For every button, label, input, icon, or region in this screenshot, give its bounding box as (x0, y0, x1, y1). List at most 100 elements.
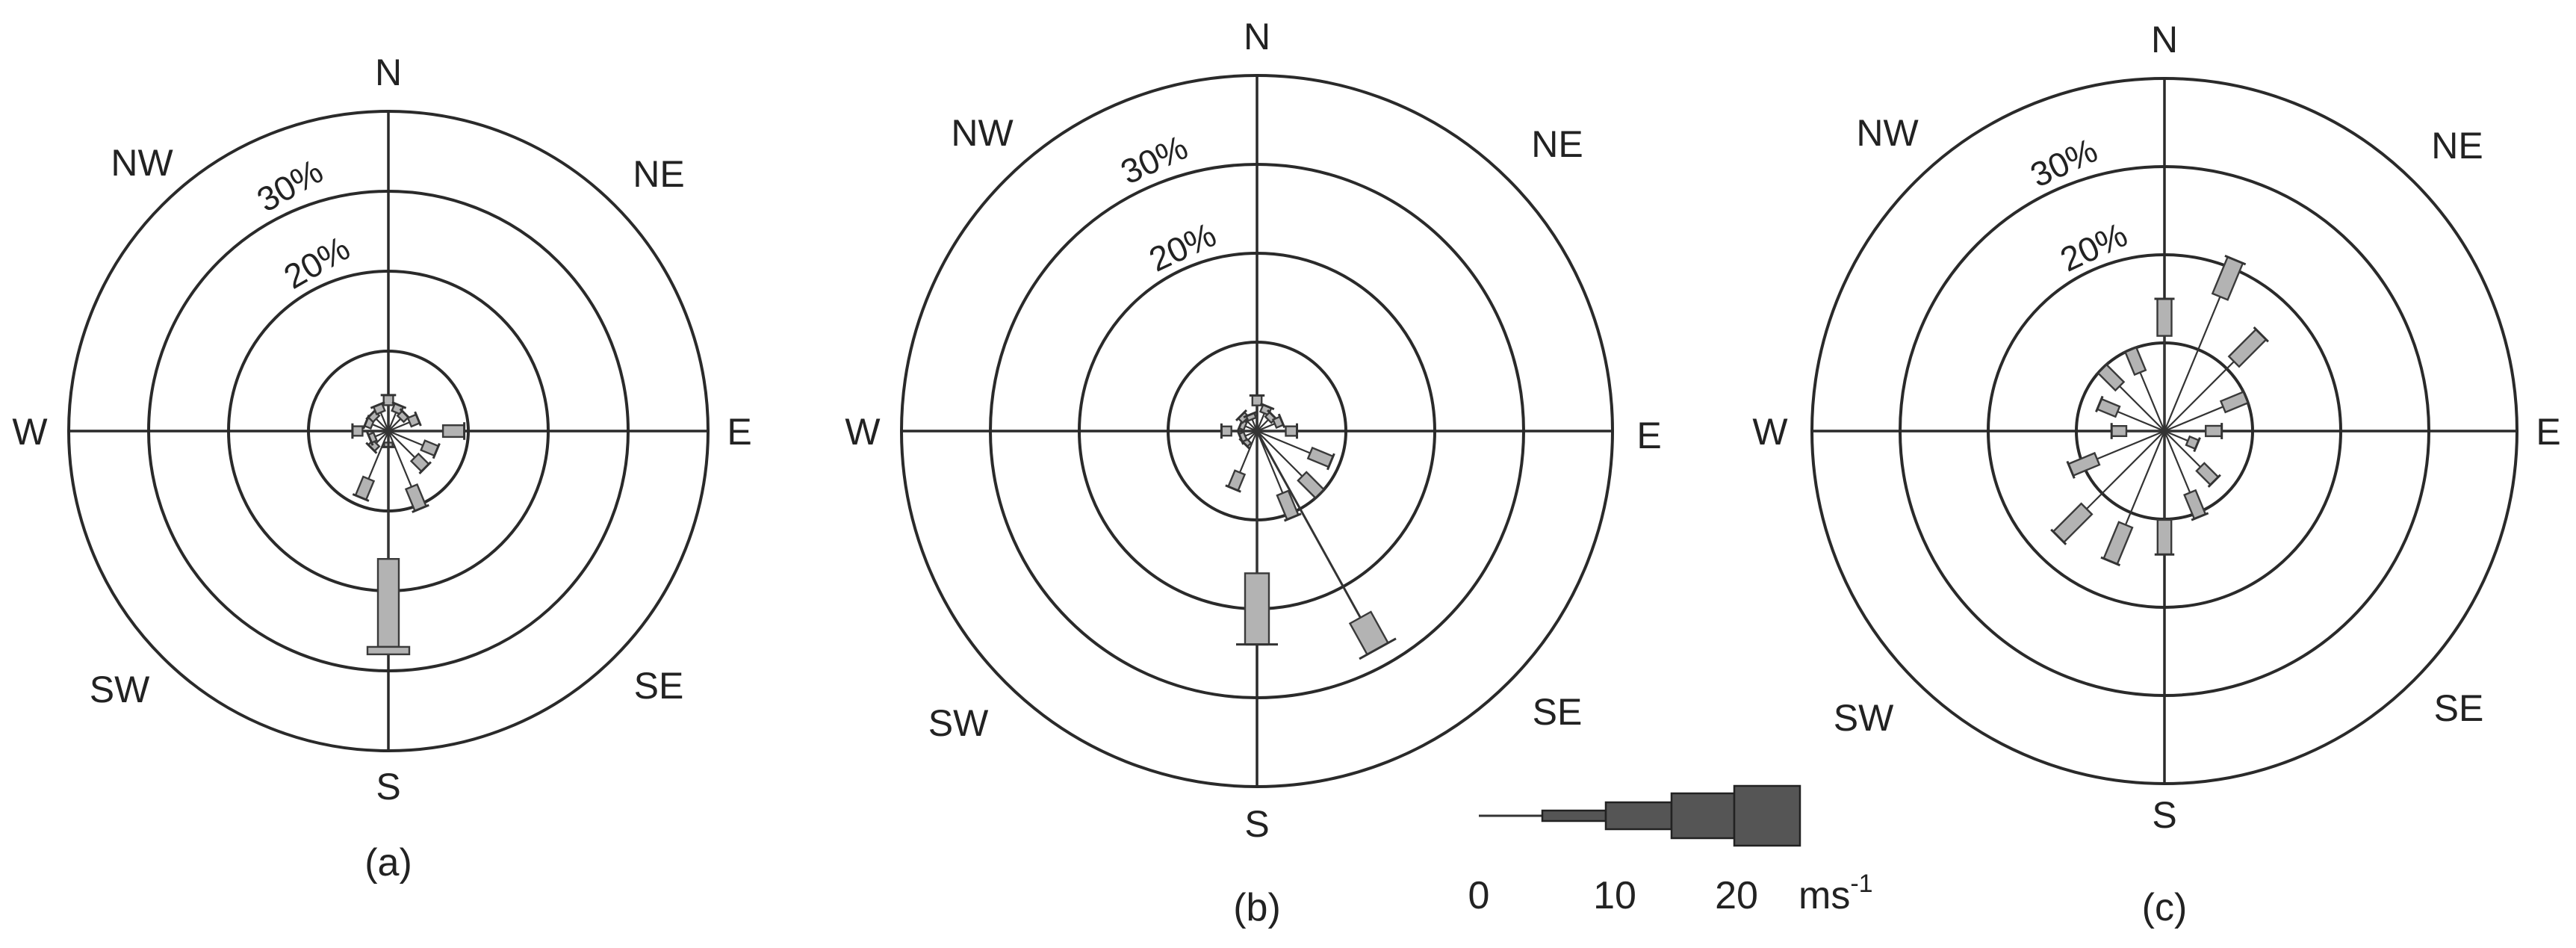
legend-segment-3 (1670, 792, 1736, 840)
speed-box-rect (351, 425, 364, 437)
speed-cap (1326, 453, 1335, 471)
speed-cap (1243, 410, 1258, 419)
speed-box-rect (2156, 297, 2173, 337)
wind-rose-panel-b: N NE E SE S SW W NW 20% 30% (b) (845, 16, 1661, 929)
speed-box (420, 439, 441, 459)
speed-box (2095, 362, 2126, 392)
long-bar-cap (1359, 637, 1397, 660)
speed-cap (2193, 437, 2201, 453)
speed-box (2122, 345, 2147, 377)
south-bar-box (376, 558, 400, 648)
speed-box (1236, 430, 1248, 445)
ring-label-30: 30% (250, 152, 329, 220)
speed-box (352, 475, 376, 502)
speed-cap (365, 442, 378, 454)
speed-cap (366, 431, 374, 446)
speed-box-rect (2110, 424, 2128, 438)
long-bar-box (1244, 572, 1270, 645)
speed-cap (2066, 460, 2076, 479)
speed-cap (432, 442, 441, 459)
speed-cap (2100, 556, 2121, 567)
dir-label-e: E (727, 411, 751, 453)
speed-box (1225, 469, 1247, 493)
long-bar (1348, 610, 1397, 660)
speed-box (2204, 423, 2223, 439)
speed-cap (412, 504, 429, 513)
speed-box-rect (1220, 425, 1232, 437)
speed-cap (2122, 345, 2140, 354)
dir-label-s: S (376, 766, 400, 808)
speed-box (2154, 297, 2175, 337)
speed-cap (1235, 409, 1247, 421)
speed-cap (2241, 388, 2250, 406)
speed-box (1306, 446, 1335, 471)
panel-label-c: (c) (2142, 886, 2188, 929)
dir-label-sw: SW (90, 669, 150, 710)
speed-box (1276, 489, 1302, 522)
speed-box (1243, 410, 1258, 422)
speed-box (406, 411, 422, 428)
dir-label-e: E (1636, 415, 1661, 456)
dir-label-ne: NE (633, 153, 684, 195)
legend-unit-exponent: -1 (1850, 870, 1872, 898)
panel-label-a: (a) (364, 841, 412, 885)
speed-cap (1277, 413, 1286, 429)
dir-label-w: W (1752, 411, 1788, 453)
speed-box (2183, 489, 2209, 521)
speed-box-rect (382, 394, 394, 406)
long-bar-line (1256, 430, 1362, 619)
speed-cap (414, 411, 422, 427)
speed-box-rect (441, 424, 465, 439)
dir-label-n: N (1244, 16, 1270, 58)
speed-box (2195, 462, 2221, 488)
dir-label-nw: NW (951, 112, 1014, 154)
speed-cap (2207, 474, 2221, 488)
legend-segment-4 (1733, 784, 1801, 847)
legend-segment-2 (1604, 801, 1673, 831)
speed-cap (418, 461, 432, 474)
wind-rose-panel-a: N NE E SE S SW W NW 20% 30% (a) (12, 52, 751, 885)
dir-label-se: SE (2434, 687, 2484, 729)
legend-tick-0: 0 (1468, 874, 1490, 917)
speed-box (404, 483, 429, 513)
speed-box-rect (2204, 424, 2223, 438)
speed-cap (2095, 362, 2110, 377)
legend-unit: ms-1 (1798, 870, 1873, 917)
speed-box (1249, 394, 1265, 406)
speed-cap (2095, 395, 2104, 413)
speed-box (2219, 388, 2250, 414)
dir-label-sw: SW (1834, 697, 1894, 739)
speed-box (441, 422, 466, 440)
speed-cap (2050, 528, 2067, 545)
speed-box (1297, 471, 1327, 501)
spoke-group (1220, 394, 1397, 660)
speed-box (1220, 423, 1232, 439)
dir-label-sw: SW (928, 702, 989, 744)
speed-box-rect (1251, 394, 1263, 406)
speed-box (2110, 423, 2128, 439)
dir-label-nw: NW (1856, 112, 1919, 154)
panel-label-b: (b) (1233, 886, 1281, 929)
speed-box (2185, 435, 2201, 453)
speed-cap (2191, 512, 2209, 521)
speed-box (2050, 502, 2094, 545)
speed-box (1271, 413, 1286, 430)
speed-box (366, 431, 379, 446)
dir-label-n: N (2151, 19, 2178, 61)
speed-cap (1225, 484, 1241, 493)
speed-box (2154, 518, 2175, 556)
speed-box (2095, 395, 2121, 418)
dir-label-se: SE (634, 665, 684, 707)
speed-cap (2253, 326, 2269, 343)
speed-box (370, 401, 386, 415)
speed-box-rect (1285, 425, 1298, 437)
speed-cap (1236, 430, 1245, 445)
dir-label-s: S (2152, 794, 2176, 836)
speed-box (2066, 451, 2101, 479)
dir-label-ne: NE (1531, 123, 1583, 165)
speed-cap (2224, 254, 2247, 266)
dir-label-n: N (375, 52, 402, 93)
legend-tick-20: 20 (1715, 874, 1758, 917)
dir-label-ne: NE (2431, 125, 2483, 167)
